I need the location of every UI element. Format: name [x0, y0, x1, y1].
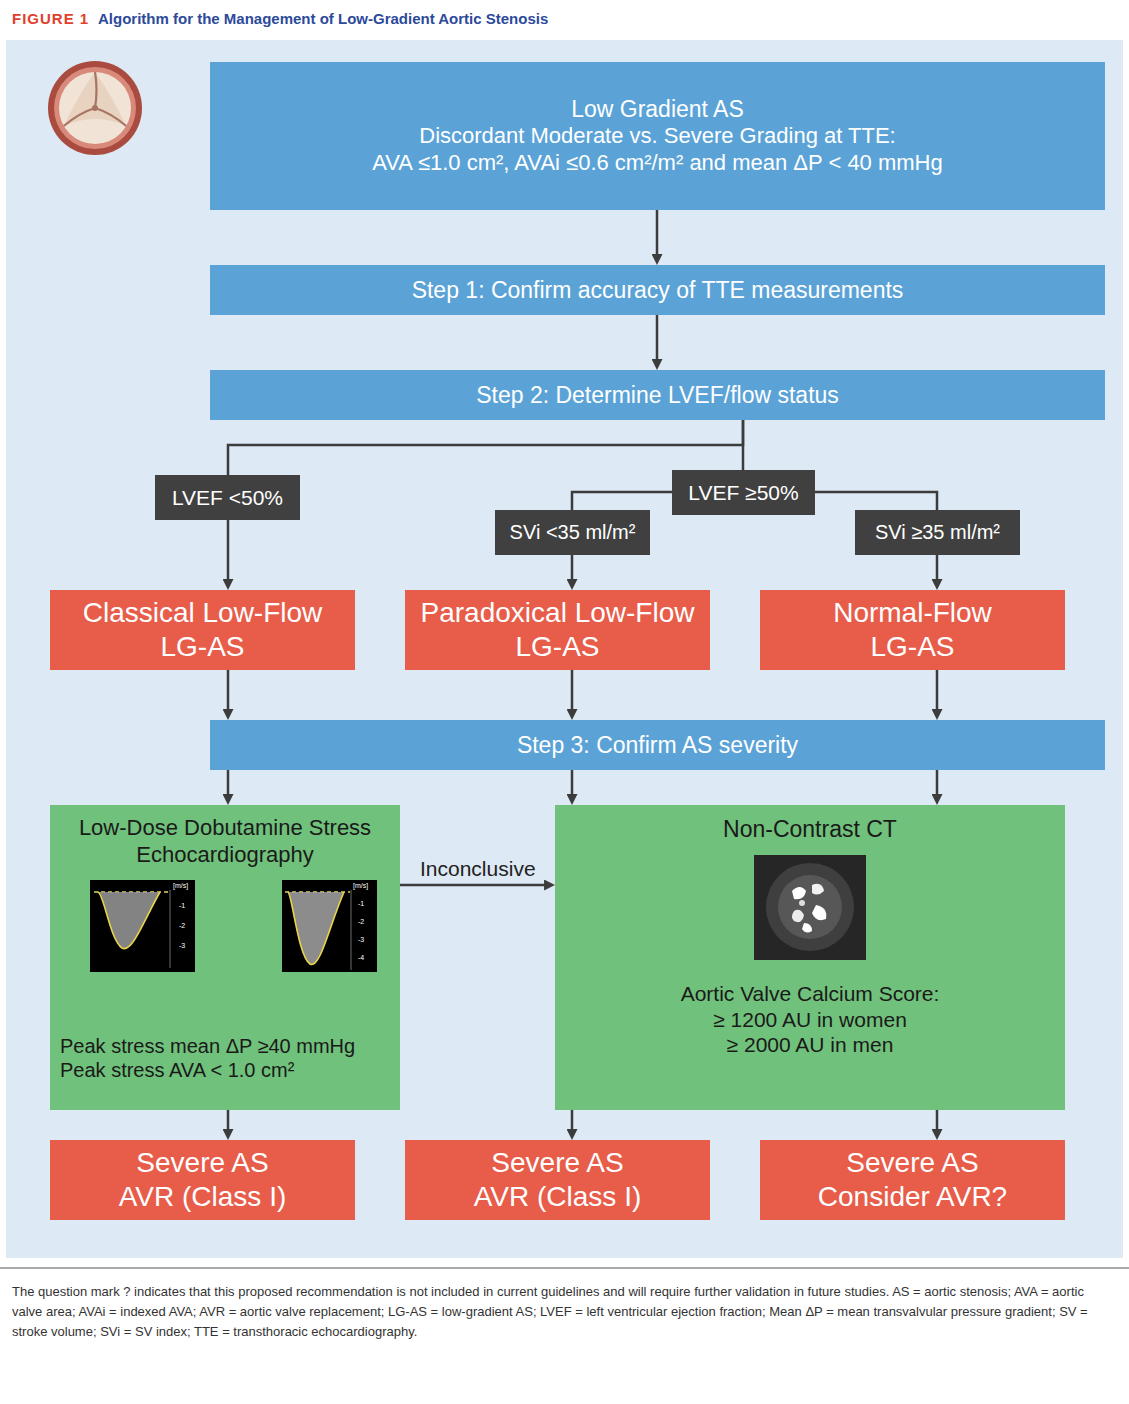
flow-arrow — [571, 1110, 574, 1134]
figure-number: FIGURE 1 — [12, 10, 89, 27]
flow-arrow — [227, 1110, 230, 1134]
box-text: AVR (Class I) — [415, 1180, 700, 1214]
box-text: Step 3: Confirm AS severity — [220, 731, 1095, 759]
scale-label: [m/s] — [173, 882, 188, 889]
result-box: Classical Low-Flow LG-AS — [50, 590, 355, 670]
box-text: Classical Low-Flow LG-AS — [78, 596, 327, 664]
criterion-box: LVEF <50% — [155, 475, 300, 520]
scale-label: -2 — [179, 922, 185, 929]
box-text: ≥ 2000 AU in men — [565, 1032, 1055, 1058]
method-box: Non-Contrast CT Aortic Valve Calcium Scor… — [555, 805, 1065, 1110]
box-text: LVEF <50% — [161, 485, 294, 511]
box-text: Severe AS — [770, 1146, 1055, 1180]
flow-arrow — [572, 492, 672, 510]
flow-arrow — [571, 770, 574, 799]
result-box: Severe ASAVR (Class I) — [405, 1140, 710, 1220]
result-box: Paradoxical Low-Flow LG-AS — [405, 590, 710, 670]
ct-calcium-picture — [754, 855, 866, 960]
criterion-box: SVi <35 ml/m² — [495, 510, 650, 555]
panel-ground — [6, 40, 1123, 1258]
box-text: Non-Contrast CT — [565, 815, 1055, 843]
flow-arrow — [571, 670, 574, 714]
box-text: AVR (Class I) — [60, 1180, 345, 1214]
flow-arrow — [400, 884, 549, 887]
box-text: ≥ 1200 AU in women — [565, 1007, 1055, 1033]
doppler-image: [m/s] -1 -2 -3 -4 — [282, 880, 377, 972]
flow-arrow — [656, 315, 659, 364]
result-box: Normal-Flow LG-AS — [760, 590, 1065, 670]
flow-arrow — [227, 520, 230, 584]
step-box: Step 1: Confirm accuracy of TTE measurem… — [210, 265, 1105, 315]
box-text: Aortic Valve Calcium Score: — [565, 981, 1055, 1007]
step-box: Low Gradient ASDiscordant Moderate vs. S… — [210, 62, 1105, 210]
scale-label: -2 — [358, 918, 364, 925]
flow-arrow — [228, 420, 743, 475]
box-text: Paradoxical Low-Flow LG-AS — [416, 596, 699, 664]
step-box: Step 2: Determine LVEF/flow status — [210, 370, 1105, 420]
result-box: Severe ASConsider AVR? — [760, 1140, 1065, 1220]
criterion-box: LVEF ≥50% — [672, 470, 815, 515]
box-text: Peak stress AVA < 1.0 cm² — [60, 1058, 390, 1082]
ct-image — [754, 855, 866, 960]
box-text: Low Gradient AS — [220, 95, 1095, 123]
criterion-box: SVi ≥35 ml/m² — [855, 510, 1020, 555]
figure-title: Algorithm for the Management of Low-Grad… — [98, 10, 548, 27]
flow-arrow — [571, 555, 574, 584]
valve-illustration — [48, 61, 142, 155]
box-text: Step 1: Confirm accuracy of TTE measurem… — [220, 276, 1095, 304]
result-box: Severe ASAVR (Class I) — [50, 1140, 355, 1220]
box-text: Low-Dose Dobutamine Stress Echocardiogra… — [75, 815, 375, 869]
step-box: Step 3: Confirm AS severity — [210, 720, 1105, 770]
flow-arrow — [936, 670, 939, 714]
box-text: Peak stress mean ΔP ≥40 mmHg — [60, 1034, 390, 1058]
edge-label: Inconclusive — [416, 857, 540, 881]
flow-arrow — [656, 210, 659, 259]
box-text: Consider AVR? — [770, 1180, 1055, 1214]
method-box: Low-Dose Dobutamine Stress Echocardiogra… — [50, 805, 400, 1110]
box-text: Discordant Moderate vs. Severe Grading a… — [220, 123, 1095, 150]
scale-label: -3 — [179, 942, 185, 949]
scale-label: -3 — [358, 936, 364, 943]
figure-caption: The question mark ? indicates that this … — [12, 1282, 1112, 1342]
flow-arrow — [742, 420, 745, 470]
scale-label: [m/s] — [353, 882, 368, 889]
flow-arrow — [227, 670, 230, 714]
doppler-image: [m/s] -1 -2 -3 — [90, 880, 195, 972]
box-text: SVi ≥35 ml/m² — [861, 520, 1014, 544]
box-text: SVi <35 ml/m² — [501, 520, 644, 544]
flow-arrow — [936, 1110, 939, 1134]
box-text: AVA ≤1.0 cm², AVAi ≤0.6 cm²/m² and mean … — [220, 150, 1095, 177]
scale-label: -4 — [358, 954, 364, 961]
caption-rule — [0, 1268, 1129, 1269]
flow-arrow — [936, 770, 939, 799]
flow-arrow — [227, 770, 230, 799]
box-text: Severe AS — [60, 1146, 345, 1180]
flow-arrow — [815, 492, 937, 510]
box-text: Normal-Flow LG-AS — [829, 596, 997, 664]
scale-label: -1 — [179, 902, 185, 909]
box-text: Severe AS — [415, 1146, 700, 1180]
scale-label: -1 — [358, 900, 364, 907]
box-text: LVEF ≥50% — [678, 480, 809, 506]
box-text: Step 2: Determine LVEF/flow status — [220, 381, 1095, 409]
flow-arrow — [936, 555, 939, 584]
